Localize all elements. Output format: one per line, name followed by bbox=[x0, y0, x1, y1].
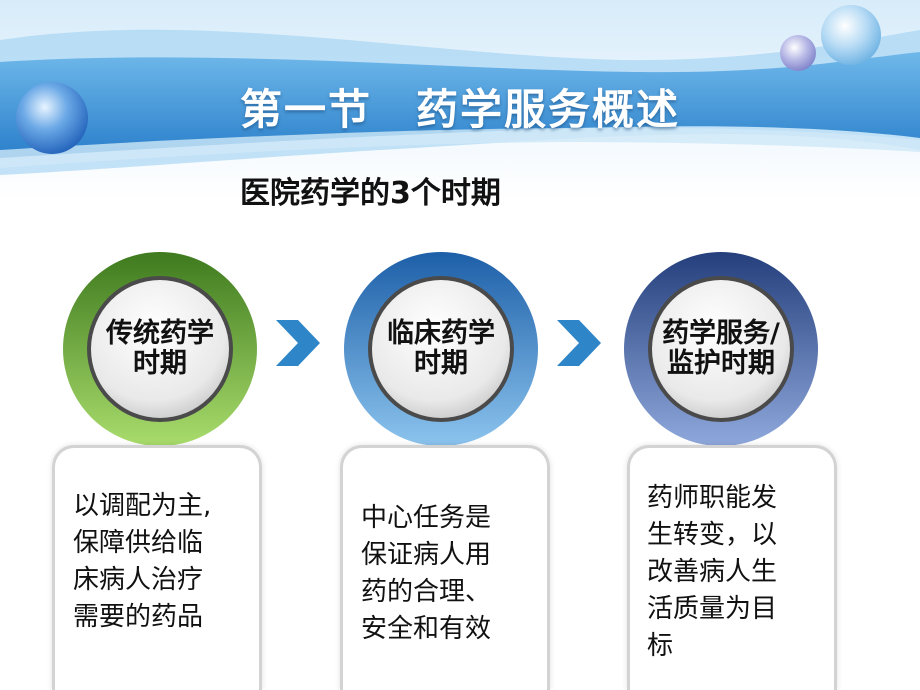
period-description: 以调配为主, 保障供给临 床病人治疗 需要的药品 bbox=[73, 491, 212, 632]
disc-ring-navy bbox=[624, 252, 818, 446]
period-label: 药学服务/ 监护时期 bbox=[662, 317, 780, 379]
period-label: 临床药学 时期 bbox=[387, 317, 495, 379]
period-card-service: 药师职能发 生转变，以 改善病人生 活质量为目 标 bbox=[627, 445, 837, 690]
period-label: 传统药学 时期 bbox=[106, 317, 214, 379]
slide-title: 第一节 药学服务概述 bbox=[239, 85, 680, 134]
period-card-traditional: 以调配为主, 保障供给临 床病人治疗 需要的药品 bbox=[52, 445, 262, 690]
period-card-clinical: 中心任务是 保证病人用 药的合理、 安全和有效 bbox=[340, 445, 550, 690]
slide-subtitle: 医院药学的3个时期 bbox=[240, 176, 501, 211]
chevron-right-icon bbox=[557, 320, 601, 366]
chevron-right-icon bbox=[276, 320, 320, 366]
period-disc-traditional: 传统药学 时期 bbox=[61, 250, 259, 448]
period-description: 药师职能发 生转变，以 改善病人生 活质量为目 标 bbox=[647, 483, 778, 661]
period-disc-clinical: 临床药学 时期 bbox=[342, 250, 540, 448]
disc-ring-blue bbox=[344, 252, 538, 446]
period-disc-service: 药学服务/ 监护时期 bbox=[622, 250, 820, 448]
disc-ring-green bbox=[63, 252, 257, 446]
header-banner bbox=[0, 0, 920, 200]
period-description: 中心任务是 保证病人用 药的合理、 安全和有效 bbox=[361, 503, 492, 644]
